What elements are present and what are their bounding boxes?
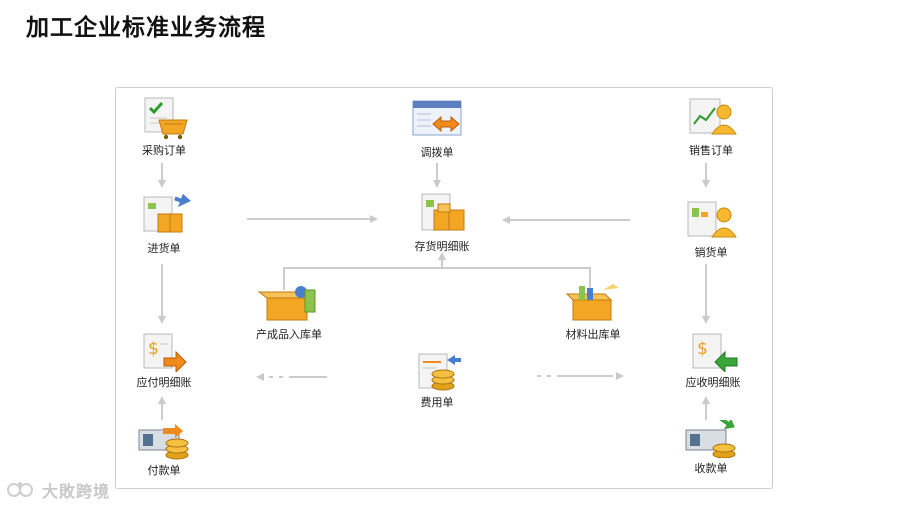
sales-delivery-icon [687, 201, 737, 238]
flow-diagram-frame [115, 87, 773, 489]
inventory-ledger-icon [421, 193, 465, 231]
receipt-icon [685, 420, 736, 458]
node-label: 产成品入库单 [256, 329, 322, 341]
node-label: 进货单 [147, 243, 181, 255]
node-label: 付款单 [147, 465, 181, 477]
node-sales-order[interactable]: 销售订单 [651, 96, 771, 158]
node-payment[interactable]: 付款单 [104, 422, 224, 478]
expense-icon [418, 353, 461, 391]
node-label: 销售订单 [689, 145, 733, 157]
node-material-out[interactable]: 材料出库单 [533, 282, 653, 342]
receivable-ledger-icon: $ [692, 333, 738, 372]
node-label: 应付明细账 [136, 377, 192, 389]
node-label: 材料出库单 [565, 329, 621, 341]
page-title: 加工企业标准业务流程 [26, 14, 266, 40]
node-label: 费用单 [420, 397, 454, 409]
svg-text:$: $ [148, 339, 159, 359]
node-label: 调拨单 [420, 147, 454, 159]
node-label: 收款单 [694, 463, 728, 475]
material-out-icon [565, 284, 619, 321]
payment-icon [138, 424, 189, 460]
node-label: 存货明细账 [414, 241, 470, 253]
transfer-icon [412, 100, 462, 136]
node-purchase-order[interactable]: 采购订单 [104, 96, 224, 158]
node-transfer[interactable]: 调拨单 [377, 98, 497, 160]
node-label: 应收明细账 [685, 377, 741, 389]
watermark-logo-icon [7, 482, 33, 497]
stock-in-icon [143, 194, 191, 233]
product-in-icon [257, 286, 316, 321]
node-stock-in[interactable]: 进货单 [104, 194, 224, 256]
sales-order-icon [689, 98, 737, 135]
purchase-order-icon [144, 97, 188, 140]
node-inventory-ledger[interactable]: 存货明细账 [382, 192, 502, 254]
svg-text:$: $ [697, 339, 708, 359]
node-product-in[interactable]: 产成品入库单 [229, 282, 349, 342]
node-receivable-ledger[interactable]: $ 应收明细账 [653, 332, 773, 390]
watermark-text: 大敗跨境 [42, 484, 111, 501]
node-receipt[interactable]: 收款单 [651, 420, 771, 476]
watermark: 大敗跨境 [6, 478, 110, 502]
node-label: 采购订单 [142, 145, 186, 157]
node-payable-ledger[interactable]: $ 应付明细账 [104, 332, 224, 390]
connector-product-material-bracket [283, 267, 591, 290]
node-expense[interactable]: 费用单 [377, 352, 497, 410]
node-sales-delivery[interactable]: 销货单 [651, 198, 771, 260]
payable-ledger-icon: $ [143, 333, 187, 372]
node-label: 销货单 [694, 247, 728, 259]
